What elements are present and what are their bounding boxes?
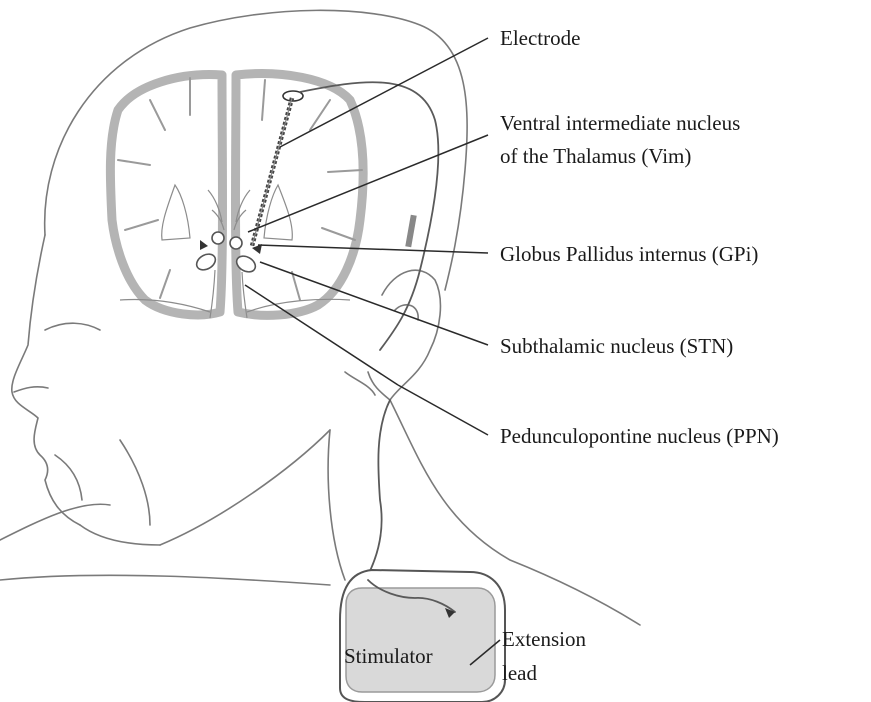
stimulator-device: Stimulator (340, 570, 505, 702)
ppn-label: Pedunculopontine nucleus (PPN) (500, 424, 779, 448)
stimulator-label: Stimulator (344, 644, 433, 668)
gpi-label: Globus Pallidus internus (GPi) (500, 242, 758, 266)
stn-label: Subthalamic nucleus (STN) (500, 334, 733, 358)
extension-label-line1: Extension (502, 627, 586, 651)
extension-label-line2: lead (502, 661, 537, 685)
electrode-label: Electrode (500, 26, 580, 50)
vim-label-line2: of the Thalamus (Vim) (500, 144, 691, 168)
brain-section (110, 74, 363, 318)
connector (405, 215, 416, 248)
vim-label-line1: Ventral intermediate nucleus (500, 111, 740, 135)
labels: Electrode Ventral intermediate nucleus o… (500, 26, 779, 685)
